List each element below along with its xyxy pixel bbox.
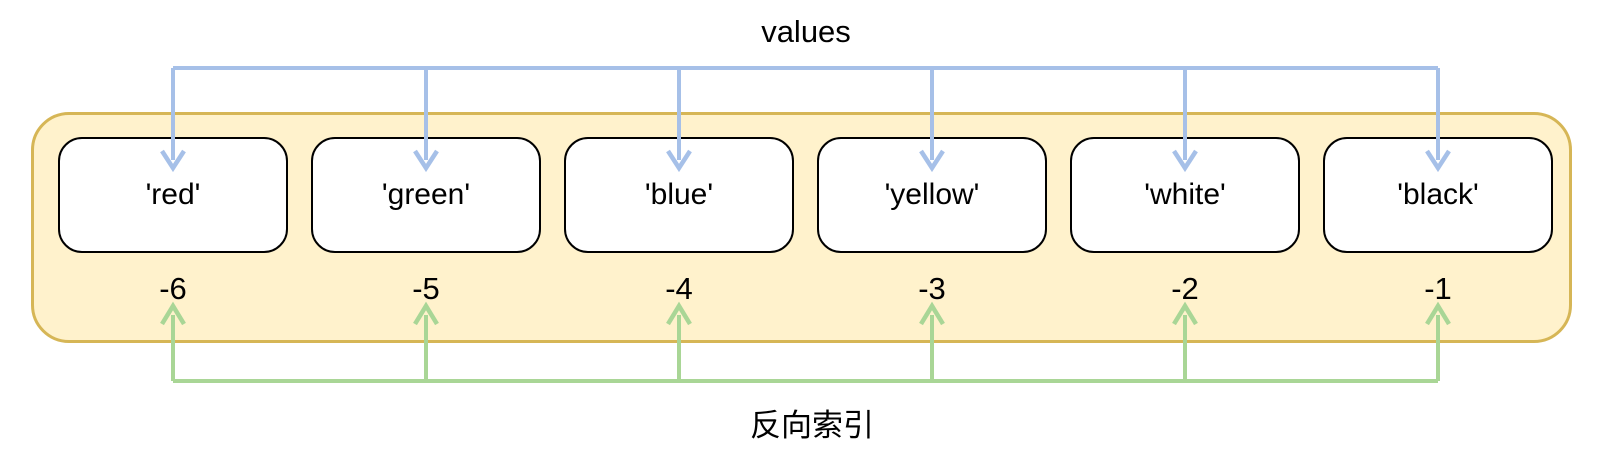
value-box: 'yellow' <box>817 137 1047 253</box>
negative-index-label: -3 <box>918 271 946 306</box>
value-text: 'blue' <box>644 178 714 211</box>
values-label: values <box>761 14 851 49</box>
value-box: 'red' <box>58 137 288 253</box>
list-cell: 'yellow' -3 <box>817 137 1047 306</box>
value-box: 'black' <box>1323 137 1553 253</box>
list-cell: 'white' -2 <box>1070 137 1300 306</box>
value-box: 'blue' <box>564 137 794 253</box>
value-text: 'black' <box>1397 178 1479 211</box>
list-cell: 'red' -6 <box>58 137 288 306</box>
value-text: 'yellow' <box>884 178 980 211</box>
negative-index-label: -6 <box>159 271 187 306</box>
value-text: 'red' <box>145 178 201 211</box>
negative-index-label: -5 <box>412 271 440 306</box>
value-box: 'green' <box>311 137 541 253</box>
value-box: 'white' <box>1070 137 1300 253</box>
negative-index-label: -4 <box>665 271 693 306</box>
negative-index-label: -1 <box>1424 271 1452 306</box>
value-text: 'white' <box>1144 178 1226 211</box>
reverse-index-label: 反向索引 <box>750 408 874 443</box>
value-text: 'green' <box>381 178 471 211</box>
negative-index-label: -2 <box>1171 271 1199 306</box>
list-cell: 'green' -5 <box>311 137 541 306</box>
list-cell: 'black' -1 <box>1323 137 1553 306</box>
list-cell: 'blue' -4 <box>564 137 794 306</box>
